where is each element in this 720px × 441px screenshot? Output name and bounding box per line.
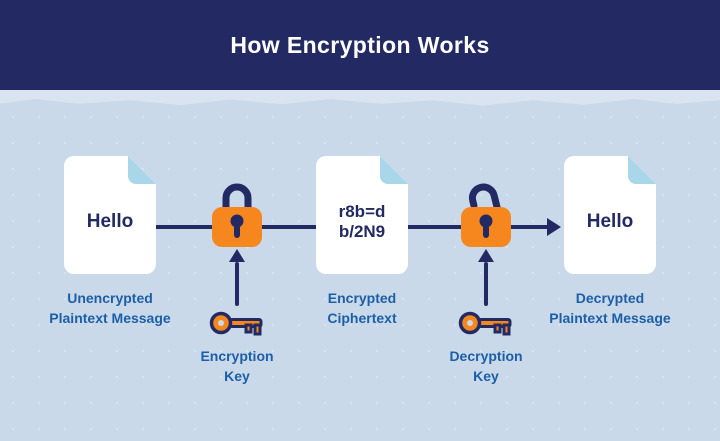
ciphertext-document: r8b=d b/2N9 [316, 156, 408, 274]
decrypted-label: Decrypted Plaintext Message [549, 290, 671, 327]
ciphertext-line1: r8b=d [338, 201, 386, 221]
encryption-key-icon [209, 311, 263, 336]
decryption-key-icon [458, 311, 512, 336]
plaintext-document: Hello [64, 156, 156, 274]
header-banner: How Encryption Works [0, 0, 720, 90]
encryption-key-arrow-up-icon [229, 249, 245, 262]
open-padlock-icon [461, 183, 511, 247]
page-title: How Encryption Works [230, 31, 490, 58]
document-icon [316, 156, 408, 274]
document-icon [64, 156, 156, 274]
torn-paper-edge [0, 88, 720, 106]
closed-padlock-icon [212, 183, 262, 247]
plaintext-label: Unencrypted Plaintext Message [49, 290, 171, 327]
decryption-key-label: Decryption Key [449, 348, 523, 385]
plaintext-content: Hello [86, 211, 134, 232]
ciphertext-label: Encrypted Ciphertext [327, 290, 397, 327]
decrypted-content: Hello [586, 211, 634, 232]
decryption-key-arrow-line [484, 262, 488, 306]
document-icon [564, 156, 656, 274]
ciphertext-line2: b/2N9 [338, 222, 386, 241]
ciphertext-content: r8b=d b/2N9 [316, 156, 408, 274]
encryption-key-arrow-line [235, 262, 239, 306]
decrypted-document: Hello [564, 156, 656, 274]
decryption-key-arrow-up-icon [478, 249, 494, 262]
encryption-key-label: Encryption Key [200, 348, 274, 385]
flow-arrow-right-icon [547, 218, 561, 236]
